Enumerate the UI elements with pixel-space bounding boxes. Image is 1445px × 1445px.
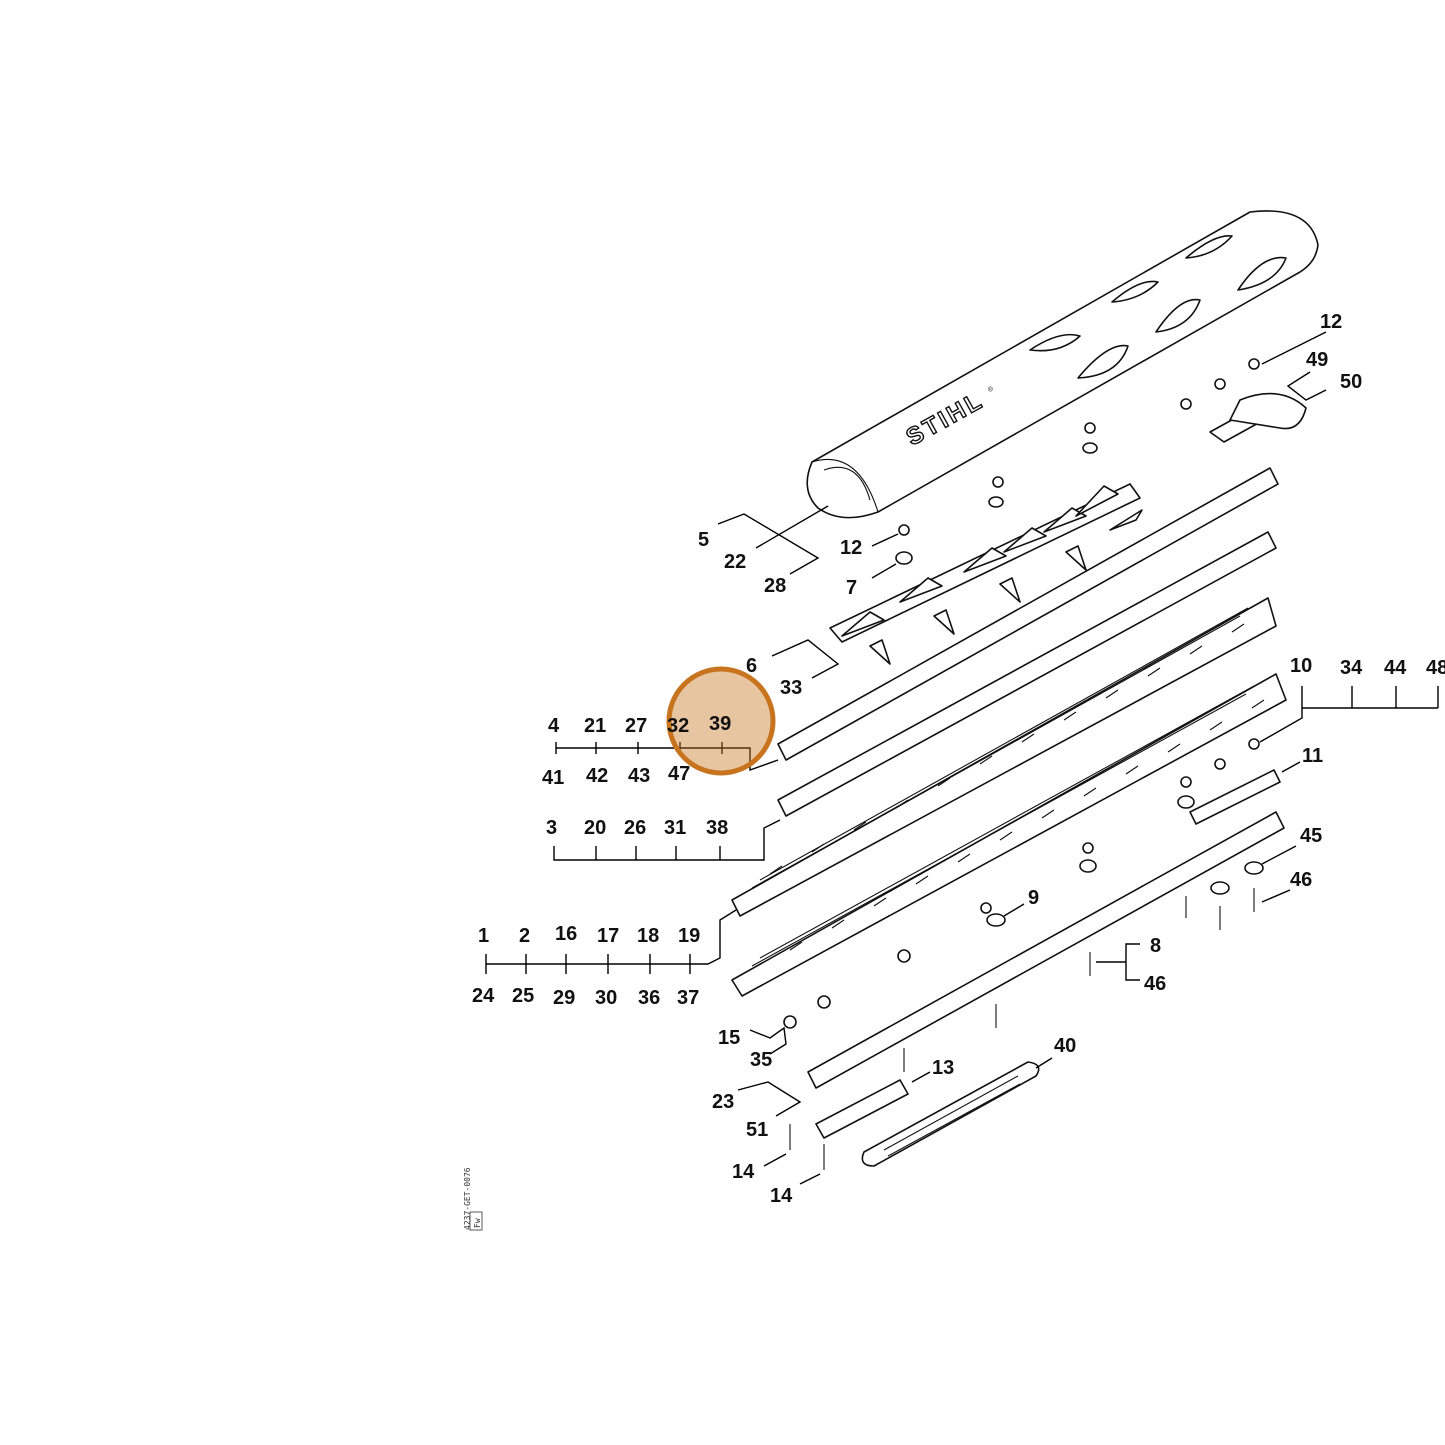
callout-48[interactable]: 48	[1426, 657, 1445, 679]
callout-49[interactable]: 49	[1306, 349, 1328, 371]
top-hardware	[895, 358, 1307, 565]
callout-8[interactable]: 8	[1150, 935, 1161, 957]
callout-37[interactable]: 37	[677, 987, 699, 1009]
callout-29[interactable]: 29	[553, 987, 575, 1009]
callout-4[interactable]: 4	[548, 715, 560, 737]
callout-21[interactable]: 21	[584, 715, 606, 737]
fasteners	[783, 738, 1264, 1170]
callout-19[interactable]: 19	[678, 925, 700, 947]
callout-36[interactable]: 36	[638, 987, 660, 1009]
callout-3[interactable]: 3	[546, 817, 557, 839]
callout-43[interactable]: 43	[628, 765, 650, 787]
callout-12-top[interactable]: 12	[1320, 311, 1342, 333]
callout-38[interactable]: 38	[706, 817, 728, 839]
callout-14-left[interactable]: 14	[732, 1161, 755, 1183]
support-bars	[777, 467, 1285, 1167]
callout-44[interactable]: 44	[1384, 657, 1407, 679]
callout-9[interactable]: 9	[1028, 887, 1039, 909]
blade-guard: STIHL ®	[806, 210, 1319, 519]
callout-15[interactable]: 15	[718, 1027, 740, 1049]
callout-13[interactable]: 13	[932, 1057, 954, 1079]
callout-24[interactable]: 24	[472, 985, 495, 1007]
drawing-code-box: Fw	[473, 1218, 482, 1228]
callout-40[interactable]: 40	[1054, 1035, 1076, 1057]
highlight-marker[interactable]	[666, 666, 776, 776]
callout-46-right[interactable]: 46	[1290, 869, 1312, 891]
callout-35[interactable]: 35	[750, 1049, 772, 1071]
callout-labels: 12 49 50 5 22 28 12 7 6 33 10 34 44 48 1…	[472, 311, 1445, 1207]
callout-7[interactable]: 7	[846, 577, 857, 599]
callout-6[interactable]: 6	[746, 655, 757, 677]
callout-30[interactable]: 30	[595, 987, 617, 1009]
callout-34[interactable]: 34	[1340, 657, 1363, 679]
callout-45[interactable]: 45	[1300, 825, 1322, 847]
callout-25[interactable]: 25	[512, 985, 534, 1007]
callout-51[interactable]: 51	[746, 1119, 768, 1141]
callout-5[interactable]: 5	[698, 529, 709, 551]
drawing-code-text: 4237-GET-0076	[463, 1167, 472, 1230]
drawing-code: 4237-GET-0076 Fw	[463, 1167, 483, 1231]
callout-10[interactable]: 10	[1290, 655, 1312, 677]
callout-20[interactable]: 20	[584, 817, 606, 839]
callout-11[interactable]: 11	[1302, 745, 1323, 767]
leader-lines	[485, 331, 1439, 1185]
callout-1[interactable]: 1	[478, 925, 489, 947]
callout-23[interactable]: 23	[712, 1091, 734, 1113]
trademark-symbol: ®	[988, 385, 993, 394]
callout-28[interactable]: 28	[764, 575, 786, 597]
cutting-blades	[731, 597, 1287, 997]
callout-22[interactable]: 22	[724, 551, 746, 573]
callout-32[interactable]: 32	[667, 715, 689, 737]
callout-27[interactable]: 27	[625, 715, 647, 737]
callout-41[interactable]: 41	[542, 767, 564, 789]
callout-33[interactable]: 33	[780, 677, 802, 699]
callout-16[interactable]: 16	[555, 923, 577, 945]
callout-17[interactable]: 17	[597, 925, 619, 947]
callout-26[interactable]: 26	[624, 817, 646, 839]
cutter-spine	[829, 483, 1143, 665]
callout-2[interactable]: 2	[519, 925, 530, 947]
callout-46-mid[interactable]: 46	[1144, 973, 1166, 995]
callout-18[interactable]: 18	[637, 925, 659, 947]
callout-50[interactable]: 50	[1340, 371, 1362, 393]
callout-47[interactable]: 47	[668, 763, 690, 785]
callout-39[interactable]: 39	[709, 713, 731, 735]
callout-14-right[interactable]: 14	[770, 1185, 793, 1207]
callout-42[interactable]: 42	[586, 765, 608, 787]
callout-12-mid[interactable]: 12	[840, 537, 862, 559]
callout-31[interactable]: 31	[664, 817, 686, 839]
